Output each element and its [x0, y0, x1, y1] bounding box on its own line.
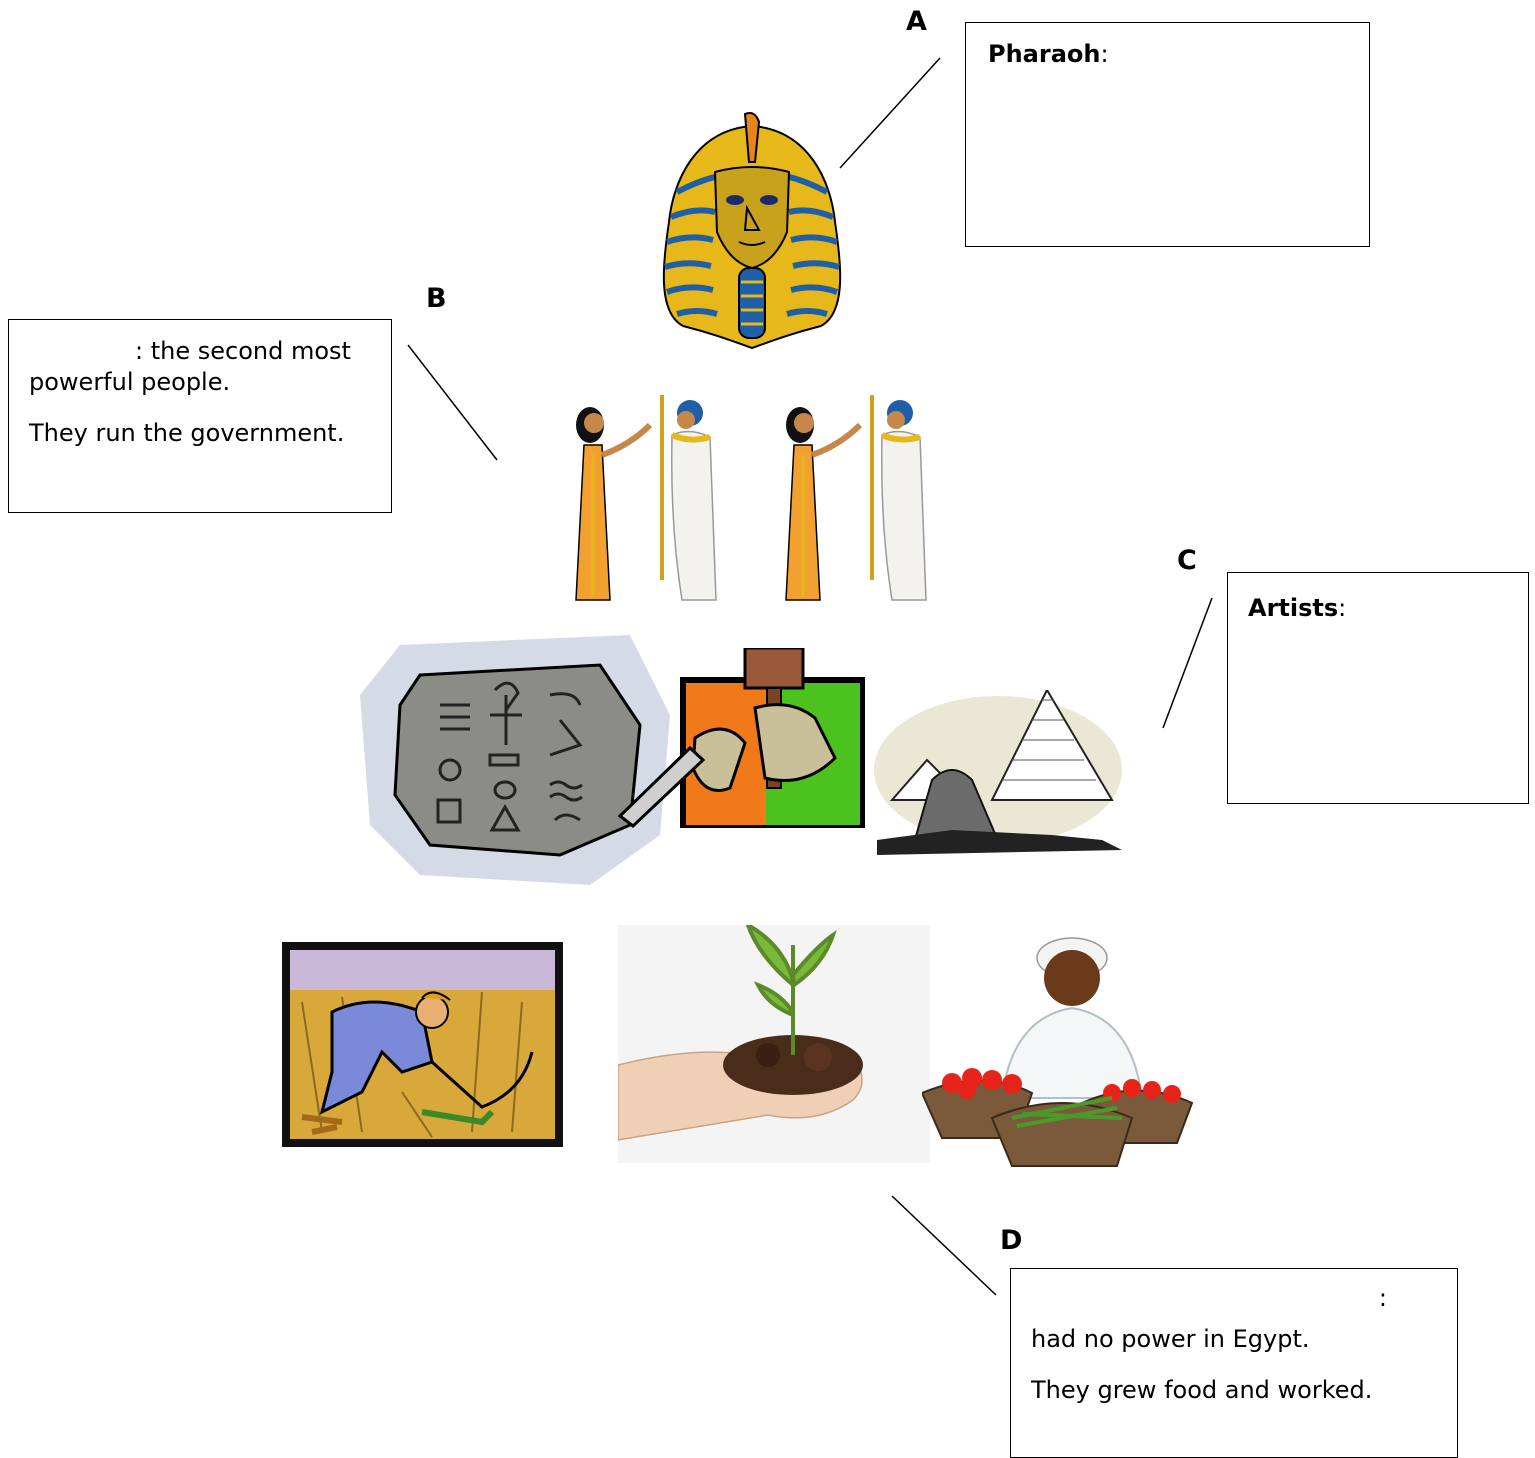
- artists-colon: :: [1338, 594, 1347, 622]
- artists-term: Artists: [1248, 594, 1339, 622]
- merchant-produce-image: [922, 937, 1194, 1167]
- label-c: C: [1177, 545, 1197, 576]
- farmer-harvest-image: [282, 942, 563, 1147]
- nobles-image: [575, 375, 960, 610]
- farmers-box[interactable]: : had no power in Egypt. They grew food …: [1010, 1268, 1458, 1458]
- pyramids-sphinx-image: [874, 690, 1122, 855]
- hand-seedling-image: [618, 925, 930, 1163]
- nobles-line2: powerful people.: [29, 368, 231, 397]
- label-a: A: [906, 6, 927, 37]
- label-d: D: [1000, 1225, 1023, 1256]
- hammer-chisel-image: [617, 648, 865, 828]
- farmers-line1: had no power in Egypt.: [1031, 1325, 1310, 1354]
- nobles-box[interactable]: : the second most powerful people. They …: [8, 319, 392, 513]
- pharaoh-term: Pharaoh: [988, 40, 1101, 68]
- nobles-line3: They run the government.: [29, 419, 345, 448]
- hieroglyph-stone-image: [360, 635, 670, 885]
- pharaoh-mask-image: [662, 112, 842, 350]
- farmers-line2: They grew food and worked.: [1031, 1376, 1373, 1405]
- label-b: B: [426, 283, 447, 314]
- connector-d: [891, 1195, 997, 1296]
- connector-c: [1162, 597, 1213, 729]
- pharaoh-colon: :: [1100, 40, 1109, 68]
- pharaoh-box[interactable]: Pharaoh:: [965, 22, 1370, 247]
- artists-box[interactable]: Artists:: [1227, 572, 1529, 804]
- connector-b: [407, 344, 498, 461]
- farmers-colon: :: [1378, 1284, 1387, 1312]
- connector-a: [839, 57, 941, 169]
- nobles-line1: : the second most: [135, 337, 351, 365]
